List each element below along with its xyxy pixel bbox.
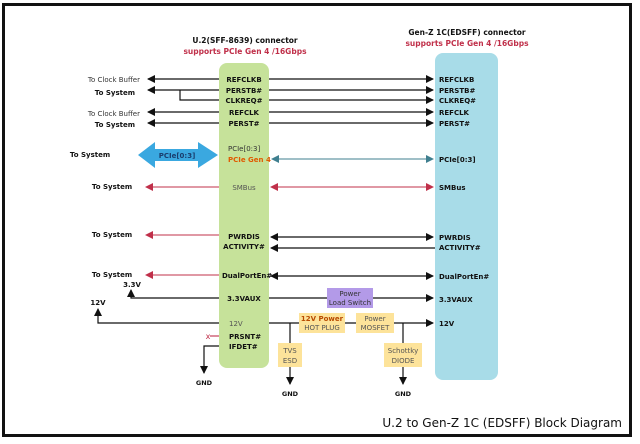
u2-signal-perst: PERST# <box>229 120 260 128</box>
u2-signal-prsnt: PRSNT# <box>229 333 261 341</box>
load-switch-label-1: Power <box>339 290 360 298</box>
mosfet-label-2: MOSFET <box>361 324 390 332</box>
u2-signal-pcie: PCIe[0:3] <box>228 145 260 153</box>
to-system-label-pwrdis: To System <box>92 231 132 239</box>
gnd-label-ifdet: GND <box>196 379 213 387</box>
genz-signal-dualport: DualPortEn# <box>439 273 489 281</box>
v12-label: 12V <box>90 299 106 307</box>
hot-plug-label-1: 12V Power <box>301 315 344 323</box>
mosfet-label-1: Power <box>364 315 385 323</box>
u2-signal-activity: ACTIVITY# <box>223 243 265 251</box>
gnd-label-tvs: GND <box>282 390 299 398</box>
pcie-arrow-label: PCIe[0:3] <box>159 152 196 160</box>
u2-signal-v12: 12V <box>229 320 243 328</box>
to-system-label-dualport: To System <box>92 271 132 279</box>
genz-signal-pwrdis: PWRDIS <box>439 234 471 242</box>
to-system-label-smbus: To System <box>92 183 132 191</box>
schottky-diode-block <box>384 343 422 367</box>
u2-signal-perstb: PERSTB# <box>226 87 262 95</box>
to-system-label-pcie: To System <box>70 151 110 159</box>
v33-label: 3.3V <box>123 281 141 289</box>
hot-plug-block <box>299 313 345 333</box>
pcie-bidirectional-arrow <box>138 142 218 168</box>
schottky-label-2: DIODE <box>392 357 415 365</box>
genz-signal-smbus: SMBus <box>439 184 466 192</box>
u2-signal-pcie-gen: PCIe Gen 4 <box>228 156 271 164</box>
ifdet-gnd-wire <box>200 345 219 374</box>
u2-signal-dualport: DualPortEn# <box>222 272 272 280</box>
genz-signal-v12: 12V <box>439 320 455 328</box>
u2-connector-block <box>219 63 269 368</box>
u2-signal-ifdet: IFDET# <box>229 343 258 351</box>
load-switch-block <box>327 288 373 308</box>
no-connect-x-icon: x <box>206 332 211 341</box>
genz-signal-vaux: 3.3VAUX <box>439 296 473 304</box>
genz-signal-refclk: REFCLK <box>439 109 470 117</box>
to-clock-buffer-label-2: To Clock Buffer <box>87 110 140 118</box>
u2-signal-smbus: SMBus <box>232 184 256 192</box>
hot-plug-label-2: HOT PLUG <box>304 324 340 332</box>
diagram-frame <box>2 3 632 437</box>
left-connector-title: U.2(SFF-8639) connector <box>192 36 298 45</box>
u2-signal-pwrdis: PWRDIS <box>228 233 260 241</box>
load-switch-label-2: Load Switch <box>329 299 371 307</box>
genz-signal-pcie: PCIe[0:3] <box>439 156 476 164</box>
to-clock-buffer-label-1: To Clock Buffer <box>87 76 140 84</box>
u2-signal-refclkb: REFCLKB <box>226 76 261 84</box>
genz-signal-activity: ACTIVITY# <box>439 244 481 252</box>
right-connector-subtitle: supports PCIe Gen 4 /16Gbps <box>405 39 529 48</box>
v12-system-line <box>94 308 219 324</box>
tvs-esd-block <box>278 343 302 367</box>
u2-signal-clkreq: CLKREQ# <box>225 97 262 105</box>
vaux-system-line <box>127 289 219 299</box>
genz-signal-clkreq: CLKREQ# <box>439 97 476 105</box>
genz-signal-refclkb: REFCLKB <box>439 76 474 84</box>
tvs-label-1: TVS <box>282 347 297 355</box>
right-connector-title: Gen-Z 1C(EDSFF) connector <box>408 28 525 37</box>
diagram-title: U.2 to Gen-Z 1C (EDSFF) Block Diagram <box>382 416 622 430</box>
genz-connector-block <box>435 53 498 380</box>
left-connector-subtitle: supports PCIe Gen 4 /16Gbps <box>183 47 307 56</box>
schottky-label-1: Schottky <box>388 347 418 355</box>
u2-signal-vaux: 3.3VAUX <box>227 295 261 303</box>
to-system-label-perstb: To System <box>95 89 135 97</box>
mosfet-block <box>356 313 394 333</box>
clkreq-system-line <box>179 90 219 101</box>
genz-signal-perst: PERST# <box>439 120 470 128</box>
genz-signal-perstb: PERSTB# <box>439 87 475 95</box>
gnd-label-schottky: GND <box>395 390 412 398</box>
to-system-label-perst: To System <box>95 121 135 129</box>
u2-signal-refclk: REFCLK <box>229 109 260 117</box>
tvs-label-2: ESD <box>283 357 297 365</box>
